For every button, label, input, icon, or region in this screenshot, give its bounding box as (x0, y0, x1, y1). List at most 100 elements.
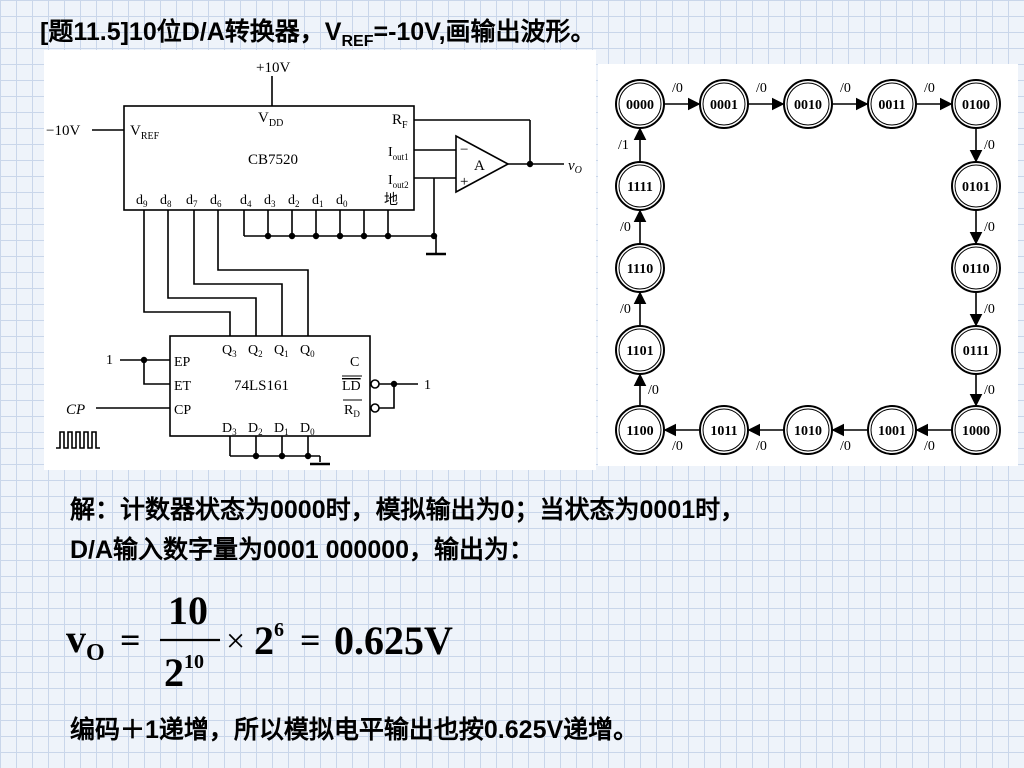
state-node-0101 (951, 161, 1001, 211)
state-node-0011 (867, 79, 917, 129)
state-label: 0101 (962, 180, 990, 195)
transition-label: /0 (840, 439, 851, 454)
counter-input-d1: D1 (274, 421, 289, 437)
solution-line-1: 解：计数器状态为0000时，模拟输出为0；当状态为0001时， (70, 496, 746, 524)
transition-label: /0 (840, 81, 851, 96)
state-label: 1011 (710, 424, 737, 439)
state-node-0000 (615, 79, 665, 129)
clock-label: CP (66, 402, 85, 418)
dac-chip (123, 105, 415, 211)
ep-et-input-label: 1 (106, 353, 113, 368)
state-label: 0001 (710, 98, 738, 113)
transition-label: /0 (756, 439, 767, 454)
opamp-plus: + (460, 174, 468, 190)
state-label: 1110 (627, 262, 653, 277)
formula-numerator: 10 (168, 588, 208, 633)
wrap-transition-label: /1 (618, 138, 629, 153)
opamp (455, 134, 510, 194)
transition-label: /0 (924, 81, 935, 96)
dac-pin-d9: d9 (136, 193, 148, 209)
transition-label: /0 (620, 220, 631, 235)
transition-label: /0 (924, 439, 935, 454)
rd-pin: RD (344, 403, 360, 419)
counter-chip (169, 335, 371, 437)
transition-label: /0 (756, 81, 767, 96)
formula-times: × (226, 623, 245, 660)
formula-denominator: 210 (164, 650, 204, 695)
state-label: 1100 (626, 424, 653, 439)
state-label: 0010 (794, 98, 822, 113)
opamp-minus: − (460, 142, 468, 158)
dac-pin-d0: d0 (336, 193, 348, 209)
cp-pin: CP (174, 403, 191, 418)
iout2-pin: Iout2 (388, 173, 409, 190)
dac-pin-d2: d2 (288, 193, 300, 209)
counter-output-q3: Q3 (222, 343, 237, 359)
state-label: 1000 (962, 424, 990, 439)
rf-pin: RF (392, 112, 408, 131)
clock-waveform (56, 431, 100, 449)
dac-pin-d7: d7 (186, 193, 198, 209)
counter-input-d3: D3 (222, 421, 237, 437)
transition-label: /0 (672, 439, 683, 454)
state-label: 0110 (962, 262, 989, 277)
gnd-pin: 地 (384, 192, 398, 208)
vref-pin: VREF (130, 123, 160, 142)
ep-pin: EP (174, 355, 191, 370)
dac-pin-d6: d6 (210, 193, 222, 209)
page-title: [题11.5]10位D/A转换器，VREF=-10V,画输出波形。 (40, 18, 596, 50)
state-node-1101 (615, 325, 665, 375)
state-label: 1010 (794, 424, 822, 439)
ld-pin: LD (342, 379, 361, 394)
state-label: 1101 (626, 344, 653, 359)
solution-line-2: D/A输入数字量为0001 000000，输出为： (70, 536, 535, 564)
formula-equals-1: = (120, 620, 141, 660)
dac-pin-d3: d3 (264, 193, 276, 209)
transition-label: /0 (984, 302, 995, 317)
dac-pin-d8: d8 (160, 193, 172, 209)
state-node-1001 (867, 405, 917, 455)
vo-label: vO (568, 158, 582, 176)
state-node-0110 (951, 243, 1001, 293)
transition-label: /0 (984, 220, 995, 235)
state-label: 1001 (878, 424, 906, 439)
circuit-diagram: +10V −10V VREF VDD CB7520 RF Iout1 Iout2… (44, 50, 596, 470)
formula-vo: vO (66, 616, 105, 666)
vref-input-label: −10V (46, 123, 80, 139)
state-label: 0011 (878, 98, 905, 113)
iout1-pin: Iout1 (388, 145, 409, 162)
counter-chip-name: 74LS161 (234, 378, 289, 394)
transition-label: /0 (984, 383, 995, 398)
formula-result: 0.625V (334, 618, 453, 663)
c-pin: C (350, 355, 359, 370)
state-node-1110 (615, 243, 665, 293)
state-label: 0100 (962, 98, 990, 113)
dac-chip-name: CB7520 (248, 152, 298, 168)
vdd-pin: VDD (258, 110, 283, 129)
vdd-supply-label: +10V (256, 60, 290, 76)
transition-label: /0 (620, 302, 631, 317)
state-node-0010 (783, 79, 833, 129)
state-node-1010 (783, 405, 833, 455)
state-node-1100 (615, 405, 665, 455)
counter-input-d0: D0 (300, 421, 315, 437)
transition-label: /0 (984, 138, 995, 153)
dac-pin-d1: d1 (312, 193, 324, 209)
dac-pin-d4: d4 (240, 193, 252, 209)
state-node-1111 (615, 161, 665, 211)
state-label: 1111 (627, 180, 653, 195)
counter-output-q1: Q1 (274, 343, 289, 359)
counter-output-q0: Q0 (300, 343, 315, 359)
state-node-0100 (951, 79, 1001, 129)
formula-multiplier: 26 (254, 618, 284, 663)
formula-equals-2: = (300, 620, 321, 660)
state-label: 0111 (963, 344, 989, 359)
state-label: 0000 (626, 98, 654, 113)
counter-input-d2: D2 (248, 421, 263, 437)
ld-rd-input-label: 1 (424, 378, 431, 393)
state-node-0111 (951, 325, 1001, 375)
state-node-0001 (699, 79, 749, 129)
transition-label: /0 (648, 383, 659, 398)
counter-output-q2: Q2 (248, 343, 263, 359)
